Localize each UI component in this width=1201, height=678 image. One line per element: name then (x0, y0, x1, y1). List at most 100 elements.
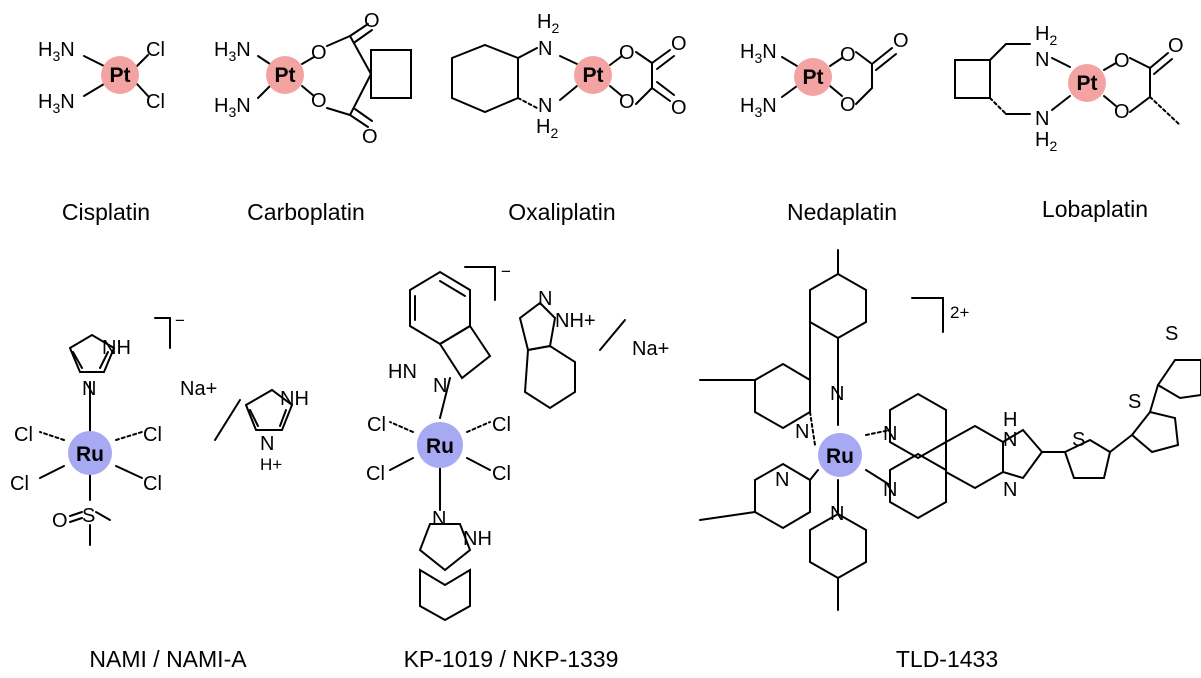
o-label: O (893, 30, 909, 52)
s-label: S (82, 505, 95, 527)
o-label: O (840, 94, 856, 116)
n-label: N (432, 508, 446, 530)
compound-name-carboplatin: Carboplatin (247, 199, 365, 225)
o-label: O (362, 126, 378, 148)
n-label: N (775, 469, 789, 491)
ru-center-nami (68, 431, 112, 475)
s-label: S (1165, 323, 1178, 345)
compound-name-nami: NAMI / NAMI-A (89, 646, 247, 672)
cl-label: Cl (143, 424, 162, 446)
o-label: O (1168, 35, 1184, 57)
n-label: N (883, 423, 897, 445)
charge-two-plus: 2+ (950, 303, 969, 322)
n-label: N (433, 375, 447, 397)
cl-label: Cl (492, 463, 511, 485)
o-label: O (52, 510, 68, 532)
n-label: N (830, 503, 844, 525)
charge-minus: − (501, 262, 511, 281)
pt-label: Pt (275, 64, 296, 87)
h3n-label: H3N (740, 41, 777, 66)
n-label: N (82, 378, 96, 400)
ru-center-kp1019 (417, 422, 463, 468)
n-label: N (830, 383, 844, 405)
o-label: O (1114, 101, 1130, 123)
h3n-label: H3N (38, 39, 75, 64)
pt-label: Pt (803, 66, 824, 89)
compound-name-tld1433: TLD-1433 (896, 646, 998, 672)
pt-center-oxaliplatin (574, 56, 612, 94)
tld1433-structure: Ru N N N N N N H N N S S S 2+ (699, 249, 1201, 611)
n-label: N (1003, 479, 1017, 501)
pt-center-lobaplatin (1068, 64, 1106, 102)
h3n-label: H3N (740, 95, 777, 120)
o-label: O (311, 90, 327, 112)
h2-label: H2 (536, 116, 558, 141)
cl-label: Cl (367, 414, 386, 436)
h2-label: H2 (537, 11, 559, 36)
charge-minus: − (175, 311, 185, 330)
ru-label: Ru (426, 435, 454, 458)
pt-label: Pt (1077, 72, 1098, 95)
nami-structure: Ru NH N Cl Cl Cl Cl S O − Na+ NH N H+ (10, 311, 309, 546)
sodium-counterion: Na+ (180, 378, 217, 400)
n-label: N (1003, 429, 1017, 451)
o-label: O (840, 44, 856, 66)
nedaplatin-structure: Pt H3N H3N O O O (740, 30, 909, 120)
nh-plus-label: NH+ (555, 310, 596, 332)
pt-center-nedaplatin (794, 58, 832, 96)
cl-label: Cl (10, 473, 29, 495)
h3n-label: H3N (214, 39, 251, 64)
cl-label: Cl (492, 414, 511, 436)
o-label: O (1114, 50, 1130, 72)
n-label: N (883, 479, 897, 501)
o-label: O (671, 33, 687, 55)
compound-name-oxaliplatin: Oxaliplatin (508, 199, 615, 225)
h2-label: H2 (1035, 23, 1057, 48)
cl-label: Cl (146, 91, 165, 113)
n-label: N (1035, 108, 1049, 130)
compound-name-nedaplatin: Nedaplatin (787, 199, 897, 225)
nh-label: NH (280, 388, 309, 410)
s-label: S (1072, 429, 1085, 451)
h2-label: H2 (1035, 129, 1057, 154)
nh-label: NH (463, 528, 492, 550)
o-label: O (619, 91, 635, 113)
compound-name-cisplatin: Cisplatin (62, 199, 150, 225)
h-label: H (1003, 409, 1017, 431)
o-label: O (671, 97, 687, 119)
h3n-label: H3N (38, 91, 75, 116)
compound-name-kp1019: KP-1019 / NKP-1339 (404, 646, 619, 672)
compound-name-lobaplatin: Lobaplatin (1042, 196, 1148, 222)
cl-label: Cl (146, 39, 165, 61)
cl-label: Cl (143, 473, 162, 495)
cl-label: Cl (366, 463, 385, 485)
n-label: N (260, 433, 274, 455)
n-label: N (538, 38, 552, 60)
cisplatin-structure: Pt H3N H3N Cl Cl (38, 39, 165, 116)
n-label: N (538, 288, 552, 310)
sodium-counterion: Na+ (632, 338, 669, 360)
o-label: O (311, 42, 327, 64)
o-label: O (619, 42, 635, 64)
pt-label: Pt (110, 64, 131, 87)
ru-center-tld1433 (818, 433, 862, 477)
ru-label: Ru (826, 445, 854, 468)
pt-label: Pt (583, 64, 604, 87)
o-label: O (364, 10, 380, 32)
h3n-label: H3N (214, 95, 251, 120)
cl-label: Cl (14, 424, 33, 446)
h-plus-label: H+ (260, 455, 282, 474)
s-label: S (1128, 391, 1141, 413)
n-label: N (1035, 49, 1049, 71)
nh-label: NH (102, 337, 131, 359)
kp1019-structure: Ru HN N Cl Cl Cl Cl N NH − N NH+ Na+ (366, 262, 669, 622)
pt-center-carboplatin (266, 56, 304, 94)
n-label: N (538, 95, 552, 117)
hn-label: HN (388, 361, 417, 383)
lobaplatin-structure: Pt H2 N N H2 O O O (954, 23, 1184, 154)
n-label: N (795, 421, 809, 443)
pt-center-cisplatin (101, 56, 139, 94)
ru-label: Ru (76, 443, 104, 466)
